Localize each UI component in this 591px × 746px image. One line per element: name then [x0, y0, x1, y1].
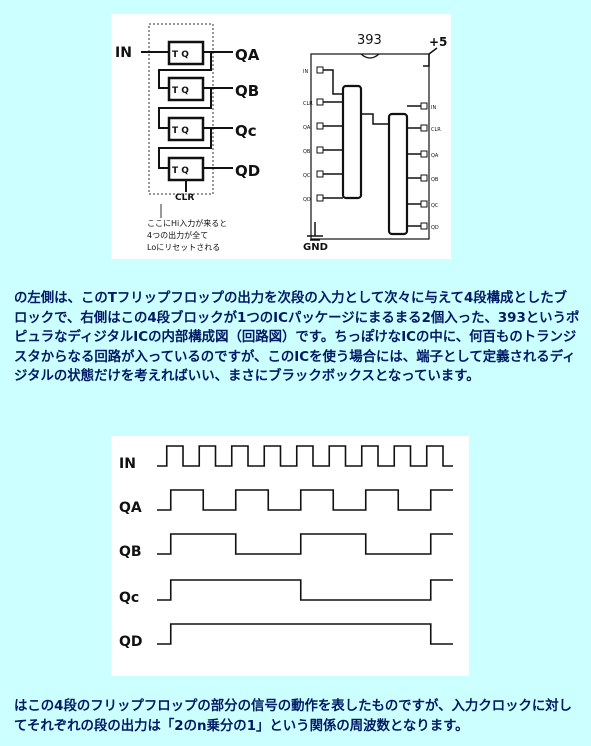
waveform-in — [157, 445, 453, 467]
ic-right-pin — [420, 102, 428, 110]
ic-right-pin-label: CLR — [431, 127, 441, 133]
signal-label-qa: QA — [119, 500, 142, 516]
ic-internal-wires — [323, 69, 421, 227]
ic-393-package: 393 +5 — [310, 33, 447, 240]
ic-left-pin — [316, 170, 324, 178]
chip-title: 393 — [357, 33, 382, 48]
waveform-qa — [157, 489, 453, 511]
ic-right-pin-label: QA — [431, 153, 439, 159]
ic-left-pin-label: CLR — [303, 101, 313, 107]
flip-flop-1: T Q — [167, 40, 205, 66]
output-label-qb: QB — [235, 82, 259, 100]
flip-flop-3: T Q — [167, 116, 205, 142]
paragraph-timing-description: はこの4段のフリップフロップの部分の信号の動作を表したものですが、入力クロックに… — [14, 699, 573, 734]
gnd-label: GND — [303, 242, 328, 253]
note-line-3: Loにリセットされる — [147, 243, 220, 252]
ic-pins: IN CLR QA QB QC QD IN CLR QA QB QC QD — [303, 66, 441, 231]
counter-block-1 — [341, 84, 363, 200]
ground-icon — [307, 222, 323, 241]
block-boundary — [148, 23, 214, 195]
ic-left-pin — [316, 98, 324, 106]
ic-right-pin-label: QD — [431, 225, 439, 231]
waveform-qd — [157, 623, 453, 645]
ic-right-pin-label: QC — [431, 203, 439, 209]
ff-label: T Q — [172, 126, 189, 136]
ic-left-pin-label: IN — [303, 69, 308, 75]
ic-right-pin — [420, 150, 428, 158]
circuit-diagram: IN T Q T Q T Q T Q — [115, 23, 447, 253]
note-line-1: ここにHi入力が来ると — [147, 218, 227, 228]
flip-flop-4: T Q — [167, 156, 205, 182]
ic-left-pin — [316, 194, 324, 202]
vcc-label: +5 — [429, 35, 447, 49]
note-line-2: 4つの出力が全て — [147, 230, 208, 240]
signal-label-qd: QD — [119, 634, 143, 650]
signal-label-qc: Qc — [119, 590, 139, 606]
clr-label: CLR — [175, 193, 194, 203]
ic-left-pin-label: QB — [303, 149, 311, 155]
ff-label: T Q — [172, 86, 189, 96]
paragraph-circuit-description: の左側は、このTフリップフロップの出力を次段の入力として次々に与えて4段構成とし… — [14, 291, 580, 384]
flip-flop-circuit-figure: IN T Q T Q T Q T Q — [111, 14, 451, 259]
output-label-qa: QA — [235, 46, 260, 64]
ic-right-pin — [420, 124, 428, 132]
signal-label-qb: QB — [119, 544, 142, 560]
ff-label: T Q — [172, 166, 189, 176]
input-label: IN — [115, 45, 132, 61]
ff-label: T Q — [172, 50, 189, 60]
ic-right-pin-label: IN — [431, 105, 436, 111]
chain-wires — [158, 51, 233, 192]
ic-left-pin-label: QC — [303, 173, 311, 179]
ic-left-pin — [316, 66, 324, 74]
flip-flop-2: T Q — [167, 76, 205, 102]
ic-left-pin-label: QD — [303, 197, 311, 203]
counter-block-2 — [387, 112, 409, 236]
ic-right-pin — [420, 200, 428, 208]
ic-left-pin-label: QA — [303, 125, 311, 131]
ic-right-pin — [420, 222, 428, 230]
ic-left-pin — [316, 146, 324, 154]
ic-right-pin — [420, 174, 428, 182]
signal-label-in: IN — [119, 456, 136, 472]
ic-right-pin-label: QB — [431, 177, 439, 183]
ic-left-pin — [316, 122, 324, 130]
waveform-qb — [157, 533, 453, 555]
output-label-qc: Qc — [235, 122, 257, 140]
waveform-qc — [157, 579, 453, 601]
output-label-qd: QD — [235, 162, 260, 180]
